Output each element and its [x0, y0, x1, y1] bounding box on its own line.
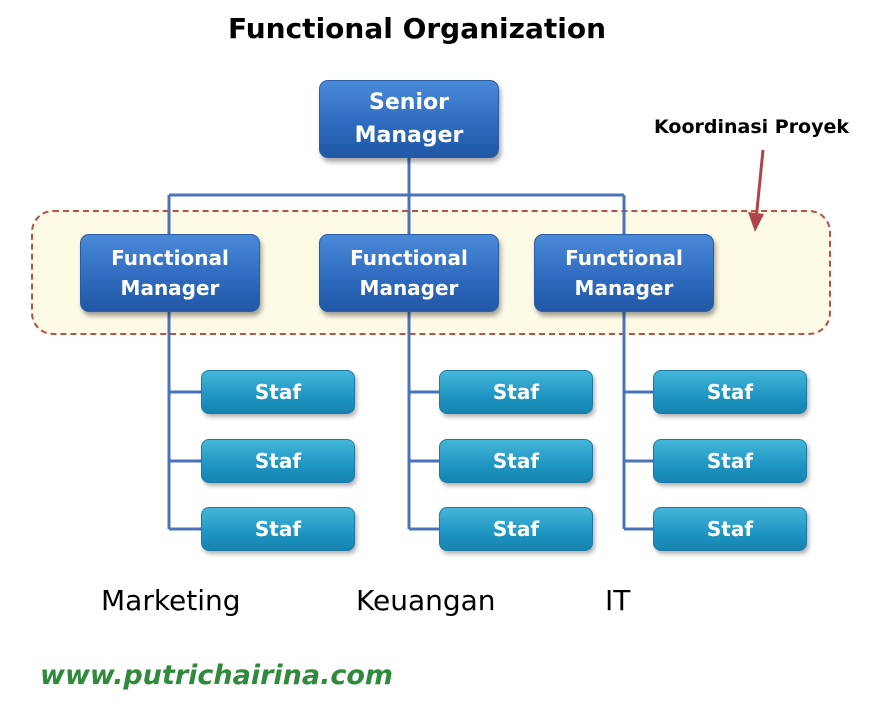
website-watermark: www.putrichairina.com: [40, 660, 394, 691]
functional-manager-box-it: Functional Manager: [534, 234, 714, 312]
staff-box: Staf: [201, 439, 355, 483]
senior-manager-line2: Manager: [354, 123, 464, 148]
functional-manager-line1: Functional: [350, 246, 468, 270]
department-label-keuangan: Keuangan: [356, 584, 496, 617]
department-label-it: IT: [605, 584, 631, 617]
functional-manager-box-marketing: Functional Manager: [80, 234, 260, 312]
functional-manager-line2: Manager: [120, 276, 220, 300]
staff-box: Staf: [653, 439, 807, 483]
functional-manager-line2: Manager: [574, 276, 674, 300]
staff-box: Staf: [201, 370, 355, 414]
annotation-arrow: [748, 149, 765, 232]
functional-manager-line1: Functional: [111, 246, 229, 270]
project-coordination-label: Koordinasi Proyek: [654, 116, 850, 138]
staff-box: Staf: [439, 439, 593, 483]
staff-box: Staf: [201, 507, 355, 551]
functional-manager-line2: Manager: [359, 276, 459, 300]
diagram-title: Functional Organization: [227, 12, 606, 45]
staff-box: Staf: [653, 507, 807, 551]
functional-manager-line1: Functional: [565, 246, 683, 270]
department-label-marketing: Marketing: [101, 584, 241, 617]
staff-box: Staf: [439, 370, 593, 414]
senior-manager-line1: Senior: [369, 90, 449, 115]
staff-box: Staf: [439, 507, 593, 551]
staff-box: Staf: [653, 370, 807, 414]
functional-manager-box-keuangan: Functional Manager: [319, 234, 499, 312]
senior-manager-box: Senior Manager: [319, 80, 499, 158]
